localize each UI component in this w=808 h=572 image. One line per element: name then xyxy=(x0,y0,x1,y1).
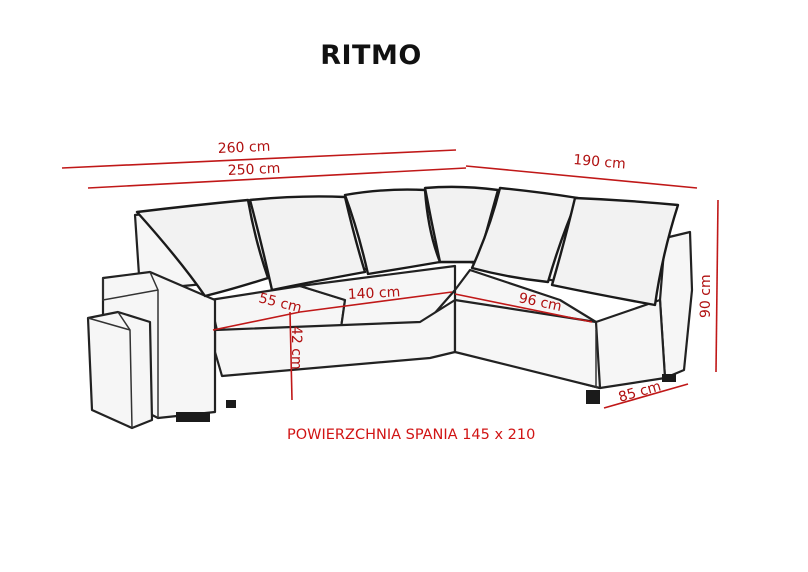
sofa-leg xyxy=(176,412,210,422)
dim-line-seat-depth xyxy=(212,311,301,331)
dim-line-corner-width xyxy=(454,293,593,323)
sofa-leg xyxy=(662,374,676,382)
label-inner-length: 250 cm xyxy=(227,161,280,179)
page-title: RITMO xyxy=(320,40,422,71)
dim-line-side-depth xyxy=(603,383,689,409)
sleeping-area-caption: POWIERZCHNIA SPANIA 145 x 210 xyxy=(287,427,536,443)
label-seat-width: 140 cm xyxy=(347,284,400,303)
sofa-pillow xyxy=(135,198,270,298)
dim-line-total-length xyxy=(61,149,457,169)
dim-line-height xyxy=(715,199,719,373)
dim-line-side-length xyxy=(465,165,698,189)
sofa-chaise-base xyxy=(453,298,602,390)
label-side-length: 190 cm xyxy=(573,152,627,173)
label-total-length: 260 cm xyxy=(217,139,270,157)
dim-line-seat-height xyxy=(289,311,293,401)
sofa-leg xyxy=(226,400,236,408)
sofa-leg xyxy=(586,390,600,404)
sofa-pillow xyxy=(248,195,367,292)
dim-line-inner-length xyxy=(87,167,467,189)
label-seat-height: 42 cm xyxy=(288,326,304,370)
sofa-pillow xyxy=(550,196,680,307)
sofa-pillow xyxy=(470,186,580,284)
sofa-front-base xyxy=(213,298,457,378)
label-height: 90 cm xyxy=(698,274,714,318)
sofa-ottoman xyxy=(86,310,154,430)
dim-line-seat-width xyxy=(299,291,453,313)
